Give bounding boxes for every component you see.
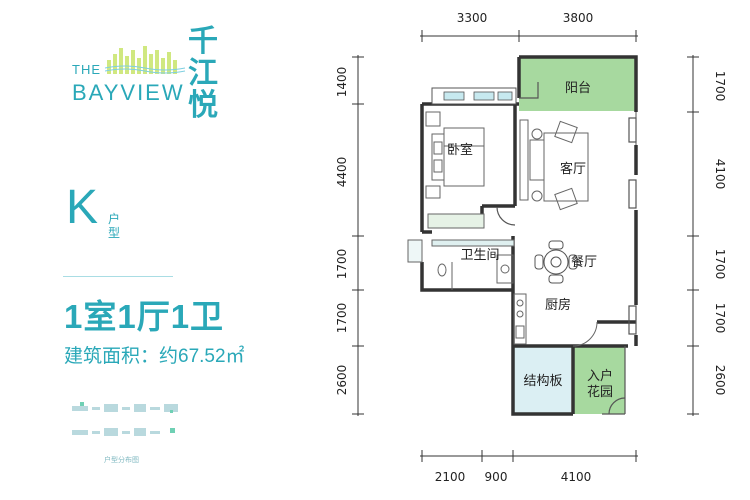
dimension-lines xyxy=(352,30,699,462)
logo-skyline-icon xyxy=(105,46,186,74)
bathroom-fixtures xyxy=(407,239,515,290)
entry-garden-fill xyxy=(573,346,625,414)
room-label-entry-garden-2: 花园 xyxy=(587,384,613,400)
divider xyxy=(63,276,173,277)
dim-top-2: 3800 xyxy=(563,11,594,25)
brand-cn-name: 千江悦 xyxy=(188,24,218,123)
area-text: 建筑面积：约67.52㎡ xyxy=(64,346,245,367)
room-label-dining: 餐厅 xyxy=(571,254,597,270)
brand-en-line2: BAYVIEW xyxy=(72,80,185,105)
room-label-balcony: 阳台 xyxy=(565,81,591,96)
sofa-furniture xyxy=(519,119,589,211)
dim-left-4: 1700 xyxy=(335,303,349,334)
dim-right-1: 1700 xyxy=(713,71,727,102)
layout-title: 1室1厅1卫 xyxy=(64,298,225,335)
room-label-living: 客厅 xyxy=(560,161,586,177)
structural-board-fill xyxy=(514,346,571,414)
room-label-kitchen: 厨房 xyxy=(545,297,571,313)
dim-top-1: 3300 xyxy=(457,11,488,25)
room-label-bedroom: 卧室 xyxy=(447,142,473,158)
kitchen-fixtures xyxy=(513,293,598,347)
dim-right-4: 1700 xyxy=(713,303,727,334)
dim-right-2: 4100 xyxy=(713,159,727,190)
dim-right-3: 1700 xyxy=(713,249,727,280)
room-label-entry-garden-1: 入户 xyxy=(587,368,613,384)
dim-left-3: 1700 xyxy=(335,249,349,280)
room-label-bathroom: 卫生间 xyxy=(460,248,499,263)
mini-plan-caption: 户型分布图 xyxy=(104,456,139,464)
walls xyxy=(420,55,638,416)
bed-furniture xyxy=(425,111,485,229)
dim-left-1: 1400 xyxy=(335,67,349,98)
unit-letter: K xyxy=(66,181,99,234)
dim-left-5: 2600 xyxy=(335,365,349,396)
mini-distribution-plan xyxy=(72,402,178,436)
dim-left-2: 4400 xyxy=(335,157,349,188)
unit-label: 户型 xyxy=(108,212,121,240)
dim-bottom-1: 2100 xyxy=(435,470,466,484)
room-label-structural: 结构板 xyxy=(523,374,562,389)
dim-bottom-2: 900 xyxy=(485,470,508,484)
dim-right-5: 2600 xyxy=(713,365,727,396)
dim-bottom-3: 4100 xyxy=(561,470,592,484)
brand-en-line1: THE xyxy=(72,62,101,77)
dining-table xyxy=(534,240,578,284)
